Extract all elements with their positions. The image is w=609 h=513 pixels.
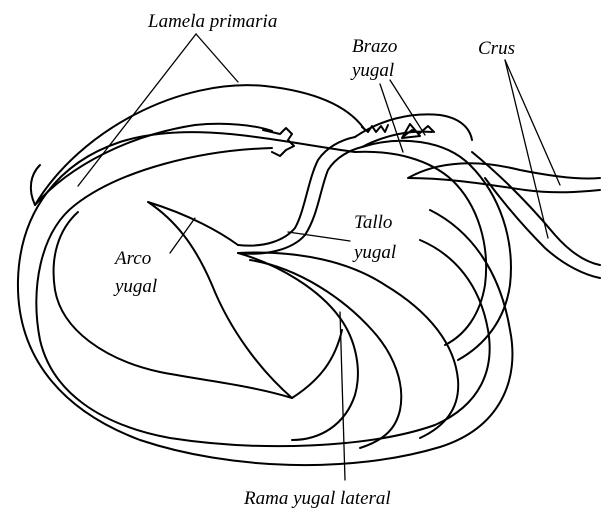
lamela-inner-loop — [36, 148, 489, 446]
label-arco-yugal-line2: yugal — [113, 276, 157, 297]
crus-upper — [408, 163, 600, 192]
tallo-yugal-shape — [238, 137, 355, 246]
arco-loop — [54, 202, 292, 398]
label-tallo-yugal-line2: yugal — [352, 242, 396, 263]
leader-lamela-lower — [78, 34, 196, 186]
leader-rama — [340, 312, 345, 480]
lamela-upper-band-inner — [35, 124, 272, 205]
arco-inner-loop — [292, 330, 342, 398]
label-tallo-yugal-line1: Tallo — [354, 212, 392, 233]
leader-crus-1 — [505, 60, 560, 185]
leader-lamela-upper — [196, 34, 238, 82]
label-lamela-primaria: Lamela primaria — [147, 11, 277, 32]
broken-end — [263, 128, 294, 156]
label-rama-yugal-lateral: Rama yugal lateral — [243, 488, 391, 509]
label-arco-yugal-line1: Arco — [113, 248, 151, 269]
label-crus: Crus — [478, 38, 515, 59]
label-brazo-yugal-line1: Brazo — [352, 36, 397, 57]
tallo-yugal-shape-2 — [238, 147, 362, 254]
leader-tallo — [288, 232, 350, 241]
label-brazo-yugal-line2: yugal — [350, 60, 394, 81]
crus-lower — [472, 152, 600, 278]
lamela-outer-loop — [18, 132, 513, 465]
rama-yugal-lateral-shape — [238, 253, 358, 440]
central-loop-inner — [250, 260, 401, 448]
